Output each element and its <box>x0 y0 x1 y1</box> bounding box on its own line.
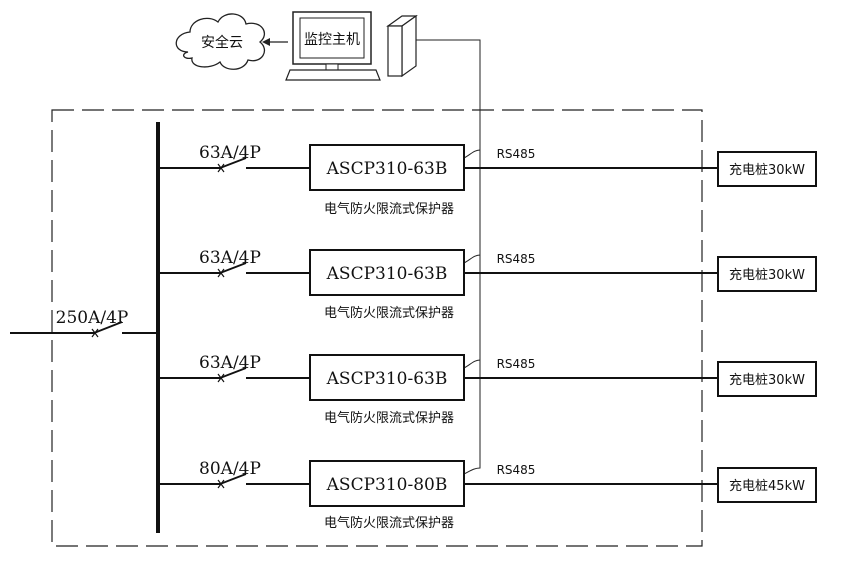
charger-box <box>717 361 817 397</box>
branch-1 <box>158 144 817 191</box>
main-breaker-label: 250A/4P <box>56 308 129 328</box>
host-label: 监控主机 <box>304 32 360 48</box>
branch-breaker-label: 63A/4P <box>199 353 261 373</box>
protector-model: ASCP310-63B <box>326 264 448 284</box>
branch-4 <box>158 460 817 507</box>
server-tower-icon <box>386 14 418 78</box>
charger-label: 充电桩30kW <box>729 372 805 388</box>
comm-label: RS485 <box>497 463 536 477</box>
cabinet-boundary <box>51 109 703 547</box>
upload-arrow <box>262 38 288 46</box>
protector-caption: 电气防火限流式保护器 <box>324 201 454 217</box>
cloud-label: 安全云 <box>201 34 243 51</box>
comm-label: RS485 <box>497 252 536 266</box>
branch-breaker-label: 80A/4P <box>199 459 261 479</box>
charger-label: 充电桩30kW <box>729 162 805 178</box>
protector-caption: 电气防火限流式保护器 <box>324 515 454 531</box>
branch-3 <box>158 354 817 401</box>
rs485-bus-line <box>463 149 481 475</box>
charger-box <box>717 256 817 292</box>
charger-box <box>717 467 817 503</box>
charger-label: 充电桩45kW <box>729 478 805 494</box>
charger-box <box>717 151 817 187</box>
protector-box <box>309 460 465 507</box>
protector-model: ASCP310-63B <box>326 159 448 179</box>
protector-caption: 电气防火限流式保护器 <box>324 410 454 426</box>
protector-caption: 电气防火限流式保护器 <box>324 305 454 321</box>
branch-breaker-label: 63A/4P <box>199 248 261 268</box>
branch-breaker-label: 63A/4P <box>199 143 261 163</box>
protector-model: ASCP310-80B <box>326 475 448 495</box>
cloud-icon <box>175 13 265 70</box>
main-breaker <box>10 321 158 338</box>
monitor-icon <box>285 11 381 81</box>
comm-label: RS485 <box>497 357 536 371</box>
rs485-bus-line <box>416 39 481 150</box>
comm-label: RS485 <box>497 147 536 161</box>
charger-label: 充电桩30kW <box>729 267 805 283</box>
branch-2 <box>158 249 817 296</box>
protector-model: ASCP310-63B <box>326 369 448 389</box>
